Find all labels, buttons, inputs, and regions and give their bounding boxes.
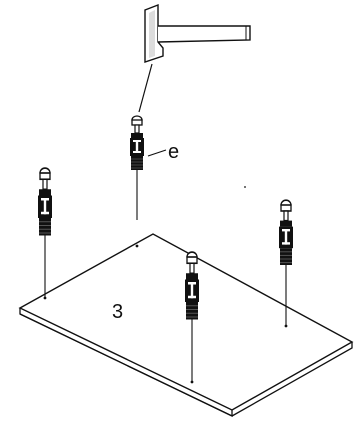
pin-icon: [129, 115, 145, 221]
hammer-icon: [138, 3, 251, 113]
pin-icon: [37, 167, 53, 299]
part-callout: e: [168, 141, 179, 163]
board-label: 3: [112, 301, 123, 323]
callout-leader: [147, 149, 167, 157]
board: [18, 233, 354, 418]
